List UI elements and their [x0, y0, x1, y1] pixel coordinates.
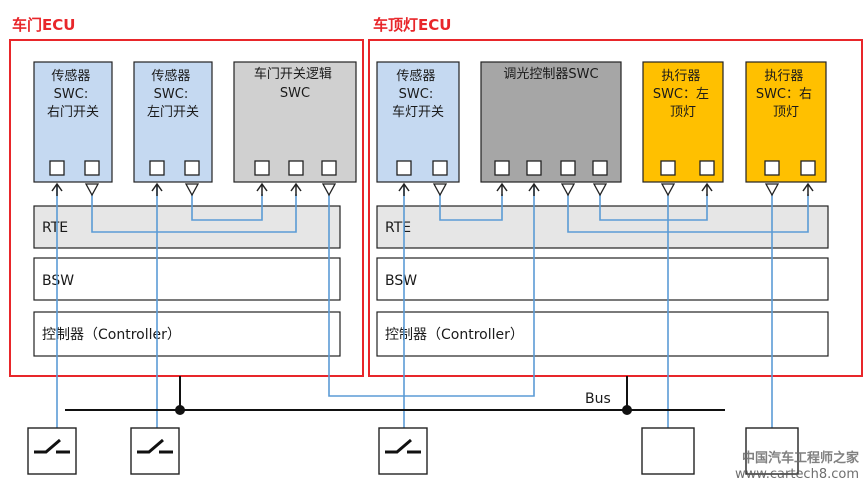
svg-text:BSW: BSW — [385, 273, 417, 289]
port-out — [184, 160, 200, 176]
wire-right-sensor-to-logic — [91, 194, 297, 233]
arrow-up — [151, 182, 163, 196]
port-in — [526, 160, 542, 176]
port-in — [288, 160, 304, 176]
wire-lamp-to-dimmer — [439, 194, 503, 221]
triangle-down — [660, 183, 676, 197]
door-rte-layer: RTE — [33, 205, 341, 249]
roof-controller-layer: 控制器（Controller） — [376, 311, 829, 357]
port-out — [800, 160, 816, 176]
svg-text:RTE: RTE — [42, 220, 68, 236]
svg-text:控制器（Controller）: 控制器（Controller） — [42, 327, 181, 343]
port-out — [560, 160, 576, 176]
arrow-up — [496, 182, 508, 196]
port-in — [396, 160, 412, 176]
svg-text:执行器 SWC：左 顶灯: 执行器 SWC：左 顶灯 — [653, 69, 713, 120]
triangle-down — [84, 183, 100, 197]
arrow-up — [290, 182, 302, 196]
roof-ecu-frame — [368, 39, 863, 377]
port-out — [432, 160, 448, 176]
port-out — [84, 160, 100, 176]
port-in — [149, 160, 165, 176]
left-door-switch-icon — [130, 427, 180, 475]
triangle-down — [432, 183, 448, 197]
port-in — [494, 160, 510, 176]
svg-text:传感器 SWC: 右门开关: 传感器 SWC: 右门开关 — [47, 68, 99, 120]
port-in — [49, 160, 65, 176]
svg-text:BSW: BSW — [42, 273, 74, 289]
ports — [49, 160, 816, 176]
door-ecu-title: 车门ECU — [12, 16, 75, 34]
triangles-down — [84, 183, 780, 197]
roof-rte-layer: RTE — [376, 205, 829, 249]
wire-dimmer-to-right-actuator — [567, 194, 809, 233]
door-controller-layer: 控制器（Controller） — [33, 311, 341, 357]
door-ecu-frame — [9, 39, 364, 377]
arrow-up — [701, 182, 713, 196]
svg-text:传感器 SWC: 左门开关: 传感器 SWC: 左门开关 — [147, 68, 199, 120]
svg-text:传感器 SWC: 车灯开关: 传感器 SWC: 车灯开关 — [392, 68, 444, 120]
svg-text:RTE: RTE — [385, 220, 411, 236]
right-dome-lamp-icon — [745, 427, 799, 475]
triangle-down — [321, 183, 337, 197]
port-out — [699, 160, 715, 176]
arrow-up — [256, 182, 268, 196]
port-out — [592, 160, 608, 176]
svg-text:控制器（Controller）: 控制器（Controller） — [385, 327, 524, 343]
watermark-line2: www.cartech8.com — [735, 467, 859, 482]
svg-text:调光控制器SWC: 调光控制器SWC — [503, 67, 598, 82]
swc-sensor-left-door: 传感器 SWC: 左门开关 — [133, 61, 213, 183]
watermark-line1: 中国汽车工程师之家 — [741, 451, 859, 466]
arrow-up — [398, 182, 410, 196]
arrow-up — [528, 182, 540, 196]
right-door-switch-icon — [27, 427, 77, 475]
port-out — [321, 160, 337, 176]
triangle-down — [560, 183, 576, 197]
arrows-up — [51, 182, 814, 196]
roof-bsw-layer: BSW — [376, 257, 829, 301]
arrow-up — [51, 182, 63, 196]
door-bsw-layer: BSW — [33, 257, 341, 301]
swc-sensor-right-door: 传感器 SWC: 右门开关 — [33, 61, 113, 183]
wire-logic-to-dimmer — [328, 186, 535, 397]
wire-dimmer-to-left-actuator — [599, 194, 708, 221]
wire-left-sensor-to-logic — [191, 194, 263, 221]
roof-ecu-title: 车顶灯ECU — [373, 16, 451, 34]
arrow-up — [802, 182, 814, 196]
can-bus: Bus — [65, 376, 725, 415]
port-in — [764, 160, 780, 176]
lamp-switch-icon — [378, 427, 428, 475]
port-in — [254, 160, 270, 176]
svg-text:车门开关逻辑 SWC: 车门开关逻辑 SWC — [254, 66, 336, 101]
svg-text:执行器 SWC：右 顶灯: 执行器 SWC：右 顶灯 — [756, 69, 816, 120]
triangle-down — [184, 183, 200, 197]
watermark: 中国汽车工程师之家 www.cartech8.com — [735, 451, 859, 483]
bus-label: Bus — [585, 391, 611, 407]
port-in — [660, 160, 676, 176]
triangle-down — [764, 183, 780, 197]
signal-wiring — [56, 186, 809, 428]
left-dome-lamp-icon — [641, 427, 695, 475]
triangle-down — [592, 183, 608, 197]
